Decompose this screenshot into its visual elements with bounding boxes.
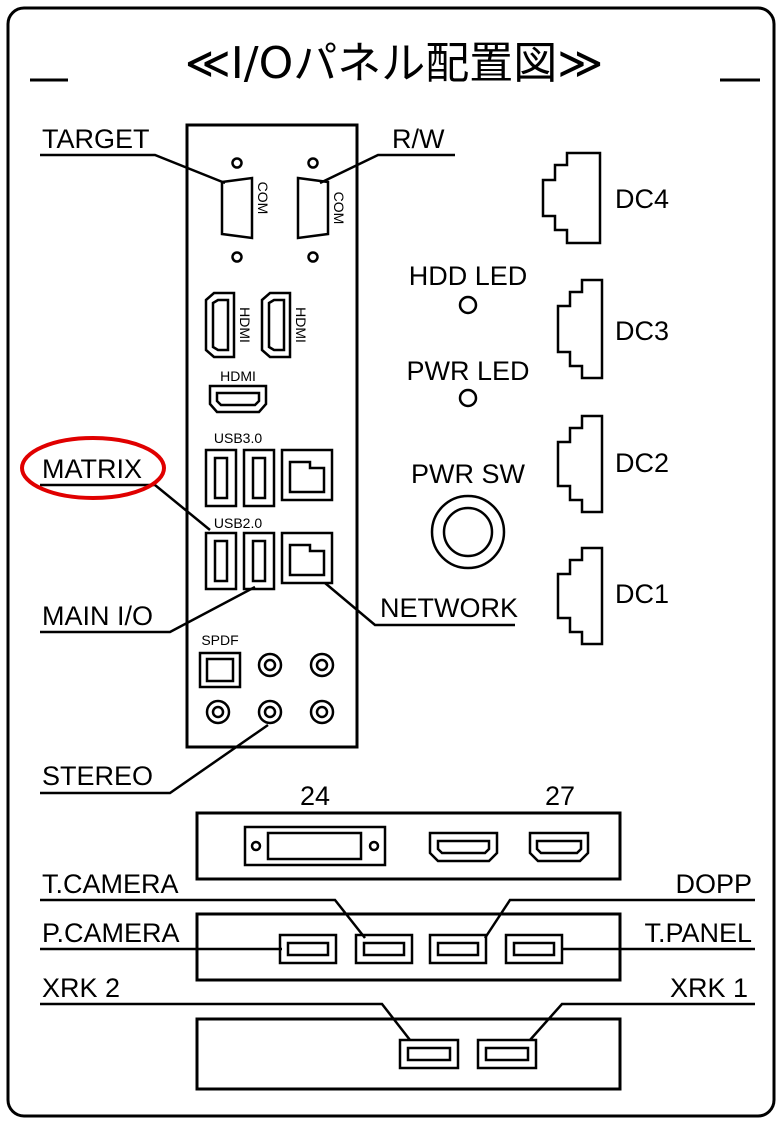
hdd-led-indicator: [458, 295, 478, 315]
com-port-right: [296, 157, 330, 263]
usb20-label: USB2.0: [214, 515, 262, 531]
audio-jacks: [205, 652, 335, 725]
label-24: 24: [300, 781, 330, 811]
hdmi-port-27: [528, 831, 590, 863]
label-pwr-sw: PWR SW: [411, 459, 526, 489]
usb20-ports: [204, 531, 276, 591]
label-t-camera: T.CAMERA: [42, 869, 179, 899]
com-label-left: COM: [255, 182, 271, 215]
leader-xrk2: [40, 1002, 411, 1041]
dc4-connector: [541, 151, 602, 245]
hdmi-label-v2: HDMI: [293, 307, 309, 343]
leader-stereo: [40, 723, 269, 795]
leader-dopp: [483, 898, 755, 939]
matrix-highlight-circle: [20, 436, 166, 500]
dc3-connector: [556, 278, 604, 380]
leader-network: [324, 582, 515, 627]
label-dopp: DOPP: [675, 869, 752, 899]
dc1-connector: [556, 546, 604, 646]
label-pwr-led: PWR LED: [406, 356, 529, 386]
label-dc4: DC4: [615, 184, 669, 214]
dc2-connector: [556, 414, 604, 514]
label-t-panel: T.PANEL: [644, 918, 752, 948]
lan-port-2: [280, 531, 334, 585]
label-dc1: DC1: [615, 579, 669, 609]
pwr-led-indicator: [458, 388, 478, 408]
label-rw: R/W: [392, 124, 445, 154]
leader-xrk1: [529, 1002, 755, 1041]
camera-usb-box: [195, 912, 622, 982]
label-p-camera: P.CAMERA: [42, 918, 180, 948]
hdmi-port-vertical-2: [260, 291, 292, 359]
usb30-ports: [204, 448, 276, 508]
back-io-panel: [185, 123, 359, 749]
com-label-right: COM: [331, 192, 347, 225]
label-stereo: STEREO: [42, 761, 153, 791]
label-xrk2: XRK 2: [42, 973, 120, 1003]
spdf-label: SPDF: [201, 632, 238, 648]
com-port-left: [220, 157, 254, 263]
hdmi-label-v1: HDMI: [237, 307, 253, 343]
label-hdd-led: HDD LED: [409, 261, 528, 291]
hdmi-label-h: HDMI: [220, 368, 256, 384]
label-dc3: DC3: [615, 316, 669, 346]
leader-rw: [319, 153, 455, 185]
leader-t-camera: [40, 898, 366, 939]
label-target: TARGET: [42, 124, 150, 154]
label-network: NETWORK: [380, 593, 518, 623]
hdmi-port-horizontal: [208, 384, 268, 414]
power-switch: [430, 494, 506, 570]
usb-ports-row-2: [278, 933, 564, 965]
lan-port-1: [280, 448, 334, 502]
dvi-port: [243, 825, 387, 867]
hdmi-port-vertical-1: [204, 291, 236, 359]
label-main-io: MAIN I/O: [42, 601, 153, 631]
xrk-box: [195, 1017, 622, 1091]
label-matrix: MATRIX: [42, 454, 142, 484]
leader-main-io: [40, 585, 256, 634]
label-dc2: DC2: [615, 448, 669, 478]
hdmi-port-24: [428, 831, 499, 863]
xrk-usb-ports: [398, 1038, 538, 1070]
label-xrk1: XRK 1: [670, 973, 748, 1003]
label-27: 27: [545, 781, 575, 811]
page-title: ≪I/Oパネル配置図≫: [185, 38, 604, 89]
outer-frame: [6, 6, 776, 1118]
usb30-label: USB3.0: [214, 430, 262, 446]
leader-matrix: [40, 483, 211, 531]
monitor-output-box: [195, 811, 622, 881]
leader-target: [40, 153, 226, 185]
spdf-port: [198, 651, 242, 689]
